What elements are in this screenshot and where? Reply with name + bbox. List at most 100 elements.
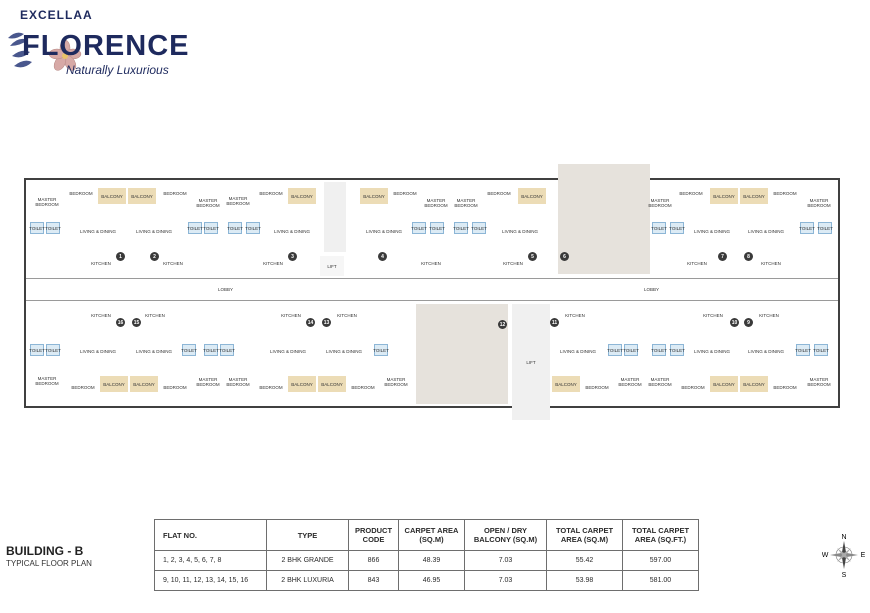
toilet: TOILET [45,344,61,356]
living-dining: LIVING & DINING [693,348,730,354]
brand-name: FLORENCE [22,30,190,62]
living-dining: LIVING & DINING [269,348,306,354]
unit-number: 3 [288,252,297,261]
master-bedroom: MASTER BEDROOM [648,377,672,387]
balcony: BALCONY [360,188,388,204]
toilet: TOILET [651,222,667,234]
unit-number: 10 [730,318,739,327]
unit-number: 5 [528,252,537,261]
toilet: TOILET [245,222,261,234]
compass-w: W [822,552,829,559]
living-dining: LIVING & DINING [559,348,596,354]
kitchen: KITCHEN [91,260,111,266]
bedroom: BEDROOM [259,190,283,196]
master-bedroom: MASTER BEDROOM [384,377,408,387]
plan-wall [24,178,26,408]
table-cell: 581.00 [622,570,699,591]
unit-number: 8 [744,252,753,261]
balcony: BALCONY [740,376,768,392]
bedroom: BEDROOM [163,384,187,390]
unit-number: 11 [550,318,559,327]
living-dining: LIVING & DINING [79,348,116,354]
table-header-row: FLAT NO. TYPE PRODUCT CODE CARPET AREA (… [154,519,699,551]
bedroom: BEDROOM [585,384,609,390]
plan-wall [24,300,840,301]
table-cell: 2 BHK GRANDE [266,550,349,571]
living-dining: LIVING & DINING [365,228,402,234]
balcony: BALCONY [318,376,346,392]
unit-number: 13 [322,318,331,327]
kitchen: KITCHEN [761,260,781,266]
toilet: TOILET [29,344,45,356]
plan-wall [24,178,840,180]
living-dining: LIVING & DINING [747,348,784,354]
table-cell: 7.03 [464,570,547,591]
bedroom: BEDROOM [71,384,95,390]
toilet: TOILET [669,222,685,234]
table-row: 1, 2, 3, 4, 5, 6, 7, 8 2 BHK GRANDE 866 … [154,550,699,571]
balcony: BALCONY [100,376,128,392]
table-cell: 843 [348,570,399,591]
kitchen: KITCHEN [91,312,111,318]
master-bedroom: MASTER BEDROOM [35,197,59,207]
master-bedroom: MASTER BEDROOM [807,377,831,387]
compass-n: N [841,534,846,541]
toilet: TOILET [227,222,243,234]
core-top-render [558,164,650,274]
living-dining: LIVING & DINING [325,348,362,354]
table-cell: 55.42 [546,550,623,571]
floor-plan: LOBBY LOBBY LIFT LIFT MASTER BEDROOM BED… [24,160,840,422]
toilet: TOILET [45,222,61,234]
column-header: TOTAL CARPET AREA (SQ.FT.) [622,519,699,551]
kitchen: KITCHEN [263,260,283,266]
table-cell: 53.98 [546,570,623,591]
toilet: TOILET [623,344,639,356]
living-dining: LIVING & DINING [501,228,538,234]
staircase [324,182,346,252]
lift-shaft: LIFT [320,256,344,276]
living-dining: LIVING & DINING [273,228,310,234]
table-cell: 9, 10, 11, 12, 13, 14, 15, 16 [154,570,267,591]
balcony: BALCONY [710,376,738,392]
toilet: TOILET [203,344,219,356]
toilet: TOILET [29,222,45,234]
master-bedroom: MASTER BEDROOM [196,377,220,387]
unit-number: 14 [306,318,315,327]
building-subtitle: TYPICAL FLOOR PLAN [6,559,92,568]
unit-number: 4 [378,252,387,261]
area-table: FLAT NO. TYPE PRODUCT CODE CARPET AREA (… [154,519,699,591]
lobby-label: LOBBY [644,287,660,292]
bedroom: BEDROOM [259,384,283,390]
column-header: TYPE [266,519,349,551]
column-header: OPEN / DRY BALCONY (SQ.M) [464,519,547,551]
balcony: BALCONY [740,188,768,204]
kitchen: KITCHEN [337,312,357,318]
master-bedroom: MASTER BEDROOM [454,198,478,208]
table-cell: 7.03 [464,550,547,571]
unit-number: 9 [744,318,753,327]
master-bedroom: MASTER BEDROOM [196,198,220,208]
bedroom: BEDROOM [773,384,797,390]
table-cell: 48.39 [398,550,465,571]
table-cell: 597.00 [622,550,699,571]
kitchen: KITCHEN [163,260,183,266]
bedroom: BEDROOM [393,190,417,196]
core-bottom-render [416,304,508,404]
master-bedroom: MASTER BEDROOM [648,198,672,208]
unit-number: 15 [132,318,141,327]
toilet: TOILET [373,344,389,356]
toilet: TOILET [817,222,833,234]
table-cell: 866 [348,550,399,571]
toilet: TOILET [181,344,197,356]
toilet: TOILET [795,344,811,356]
compass-s: S [842,572,847,578]
kitchen: KITCHEN [145,312,165,318]
kitchen: KITCHEN [421,260,441,266]
column-header: CARPET AREA (SQ.M) [398,519,465,551]
table-row: 9, 10, 11, 12, 13, 14, 15, 16 2 BHK LUXU… [154,570,699,591]
balcony: BALCONY [288,376,316,392]
toilet: TOILET [203,222,219,234]
column-header: PRODUCT CODE [348,519,399,551]
balcony: BALCONY [288,188,316,204]
unit-number: 12 [498,320,507,329]
